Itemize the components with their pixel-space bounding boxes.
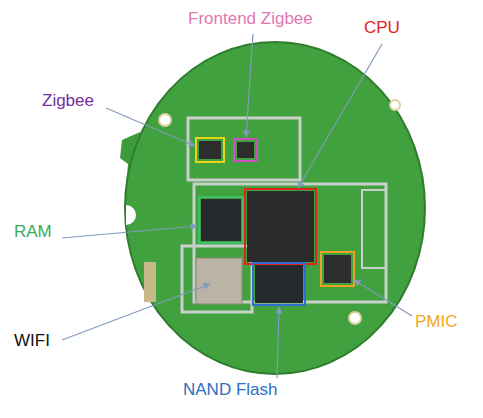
shield-can	[182, 246, 252, 312]
frontend-highlight	[234, 139, 257, 161]
mount-hole	[349, 312, 361, 324]
zigbee-chip	[199, 141, 221, 159]
ram-chip	[201, 199, 241, 241]
component-label: NAND Flash	[183, 380, 277, 400]
leader-line	[246, 34, 253, 137]
mount-hole	[159, 114, 171, 126]
ram-highlight	[199, 197, 243, 243]
leader-line	[62, 284, 210, 340]
component-label: CPU	[364, 18, 400, 38]
pmic-highlight	[321, 252, 354, 286]
cpu-highlight	[245, 189, 316, 264]
shield-can	[188, 118, 300, 180]
leader-line	[354, 280, 412, 316]
component-label: Zigbee	[42, 91, 94, 111]
leader-line	[277, 307, 279, 378]
connector-pads	[144, 262, 156, 302]
frontend-chip	[237, 142, 254, 158]
cpu-chip	[247, 191, 314, 262]
zigbee-highlight	[196, 138, 224, 162]
leader-line	[62, 226, 197, 238]
nand-highlight	[253, 263, 305, 305]
shield-can	[362, 190, 386, 268]
pmic-chip	[324, 255, 351, 283]
component-label: Frontend Zigbee	[188, 9, 313, 29]
component-label: RAM	[14, 222, 52, 242]
component-label: PMIC	[415, 312, 458, 332]
pcb-notch	[126, 205, 136, 225]
component-label: WIFI	[14, 331, 50, 351]
wifi-chip	[196, 258, 242, 304]
pcb-board	[125, 42, 425, 374]
nand-chip	[255, 265, 303, 303]
leader-line	[106, 108, 195, 146]
mount-hole	[390, 100, 400, 110]
leader-line	[298, 44, 382, 188]
